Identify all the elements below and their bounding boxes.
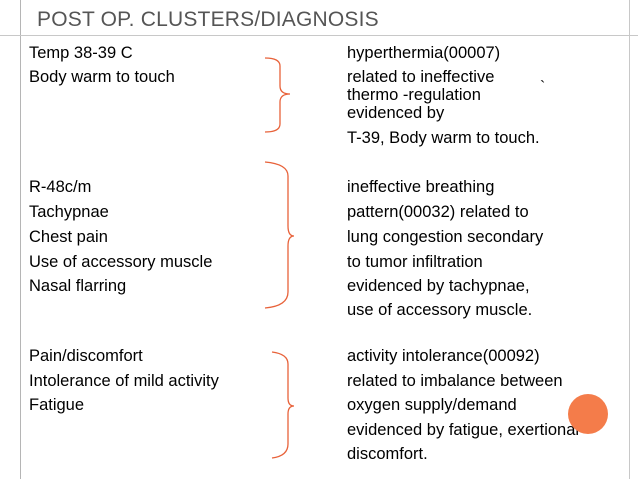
right-border-line (629, 0, 630, 479)
diagnosis-text: evidenced by (347, 104, 445, 122)
diagnosis-text: lung congestion secondary (347, 228, 544, 246)
diagnosis-text: evidenced by tachypnae, (347, 277, 530, 295)
diagnosis-text: oxygen supply/demand (347, 396, 517, 414)
diagnosis-text: related to ineffective (347, 68, 495, 86)
cue-text: Nasal flarring (29, 277, 127, 295)
diagnosis-text: thermo -regulation (347, 86, 481, 104)
cue-text: R-48c/m (29, 178, 92, 196)
diagnosis-text: evidenced by fatigue, exertional (347, 421, 580, 439)
diagnosis-text: ineffective breathing (347, 178, 495, 196)
diagnosis-text: related to imbalance between (347, 372, 563, 390)
diagnosis-text: to tumor infiltration (347, 253, 483, 271)
diagnosis-text: T-39, Body warm to touch. (347, 129, 540, 147)
cue-text: Pain/discomfort (29, 347, 143, 365)
cue-text: Chest pain (29, 228, 108, 246)
cue-text: Intolerance of mild activity (29, 372, 219, 390)
slide-title: POST OP. CLUSTERS/DIAGNOSIS (37, 8, 379, 31)
bracket-icon (264, 57, 290, 133)
diagnosis-text: hyperthermia(00007) (347, 44, 501, 62)
cue-text: Use of accessory muscle (29, 253, 213, 271)
title-divider (0, 35, 638, 36)
bracket-icon (271, 351, 294, 459)
cue-text: Fatigue (29, 396, 85, 414)
left-border-line (20, 0, 21, 479)
diagnosis-text: pattern(00032) related to (347, 203, 529, 221)
cue-text: Tachypnae (29, 203, 109, 221)
cue-text: Body warm to touch (29, 68, 175, 86)
diagnosis-text: use of accessory muscle. (347, 301, 533, 319)
bracket-icon (264, 161, 294, 309)
diagnosis-text: activity intolerance(00092) (347, 347, 540, 365)
cue-text: Temp 38-39 C (29, 44, 133, 62)
diagnosis-text: discomfort. (347, 445, 428, 463)
stray-mark: ` (540, 79, 546, 96)
decorative-circle-icon (568, 394, 608, 434)
